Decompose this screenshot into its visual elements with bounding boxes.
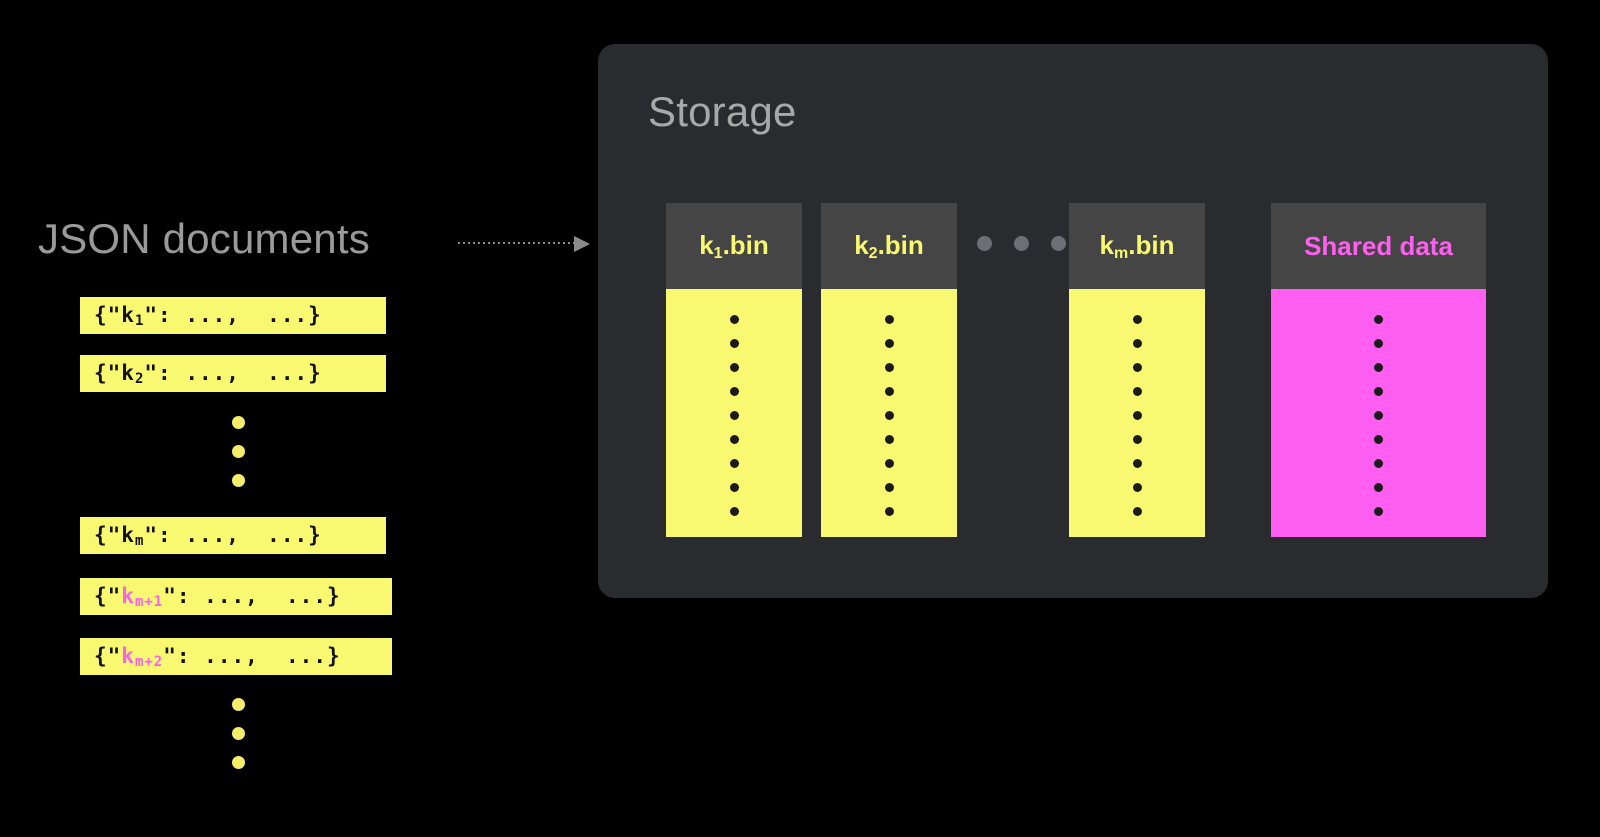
record-dot [729, 315, 739, 324]
storage-bin-label: k2.bin [854, 229, 924, 262]
record-dot [884, 507, 894, 516]
record-dot [1374, 363, 1383, 372]
json-document-text-1: {"k2": ..., ...} [94, 360, 322, 387]
storage-bin-k1: k1.bin [666, 203, 802, 537]
storage-bin-header: Shared data [1271, 203, 1486, 289]
json-document-row-highlighted: {"km+1": ..., ...} [80, 578, 392, 615]
json-document-text-0: {"k1": ..., ...} [94, 302, 322, 329]
storage-bin-label: Shared data [1304, 230, 1453, 261]
storage-bin-header: k1.bin [666, 203, 802, 289]
record-dot [884, 483, 894, 492]
record-dot [729, 339, 739, 348]
documents-ellipsis-upper [232, 416, 245, 487]
storage-bin-label: km.bin [1099, 229, 1175, 262]
ellipsis-dot [232, 698, 245, 711]
record-dot [1374, 459, 1383, 468]
ellipsis-dot [1014, 236, 1029, 251]
storage-bin-label: k1.bin [699, 229, 769, 262]
record-dot [1132, 483, 1142, 492]
record-dot [1374, 387, 1383, 396]
json-document-text-4: {"km+2": ..., ...} [94, 643, 341, 670]
record-dot [884, 339, 894, 348]
ellipsis-dot [232, 416, 245, 429]
record-dot [1374, 507, 1383, 516]
arrow-line [458, 242, 576, 244]
json-document-text-2: {"km": ..., ...} [94, 522, 322, 549]
record-dot [729, 411, 739, 420]
record-dot [884, 459, 894, 468]
record-dot [1132, 411, 1142, 420]
record-dot [729, 387, 739, 396]
record-dot [1132, 459, 1142, 468]
record-dot [729, 483, 739, 492]
storage-bin-body [821, 289, 957, 537]
record-dot [1132, 339, 1142, 348]
record-dot [884, 315, 894, 324]
record-dot [884, 435, 894, 444]
documents-ellipsis-lower [232, 698, 245, 769]
storage-bin-body [1271, 289, 1486, 537]
ellipsis-dot [232, 756, 245, 769]
record-dot [884, 411, 894, 420]
record-dot [884, 363, 894, 372]
record-dot [884, 387, 894, 396]
dotted-arrow-icon [458, 236, 598, 252]
storage-bin-k2: k2.bin [821, 203, 957, 537]
record-dot [1132, 363, 1142, 372]
record-dot [1374, 483, 1383, 492]
json-documents-title: JSON documents [38, 215, 370, 262]
json-document-row: {"km": ..., ...} [80, 517, 386, 554]
json-document-row: {"k2": ..., ...} [80, 355, 386, 392]
ellipsis-dot [977, 236, 992, 251]
record-dot [1374, 339, 1383, 348]
record-dot [1374, 411, 1383, 420]
record-dot [1132, 315, 1142, 324]
ellipsis-dot [232, 727, 245, 740]
record-dot [729, 459, 739, 468]
storage-bin-body [666, 289, 802, 537]
json-document-row: {"k1": ..., ...} [80, 297, 386, 334]
storage-bin-km: km.bin [1069, 203, 1205, 537]
record-dot [1132, 507, 1142, 516]
json-document-row-highlighted: {"km+2": ..., ...} [80, 638, 392, 675]
storage-bin-body [1069, 289, 1205, 537]
arrow-head [574, 236, 590, 252]
record-dot [729, 507, 739, 516]
ellipsis-dot [232, 474, 245, 487]
json-document-text-3: {"km+1": ..., ...} [94, 583, 341, 610]
storage-title: Storage [648, 88, 797, 135]
storage-bins-ellipsis [977, 236, 1066, 251]
record-dot [1374, 435, 1383, 444]
record-dot [1132, 387, 1142, 396]
record-dot [1132, 435, 1142, 444]
ellipsis-dot [232, 445, 245, 458]
storage-bin-header: km.bin [1069, 203, 1205, 289]
ellipsis-dot [1051, 236, 1066, 251]
storage-bin-header: k2.bin [821, 203, 957, 289]
record-dot [729, 435, 739, 444]
record-dot [729, 363, 739, 372]
storage-bin-shared-data: Shared data [1271, 203, 1486, 537]
record-dot [1374, 315, 1383, 324]
